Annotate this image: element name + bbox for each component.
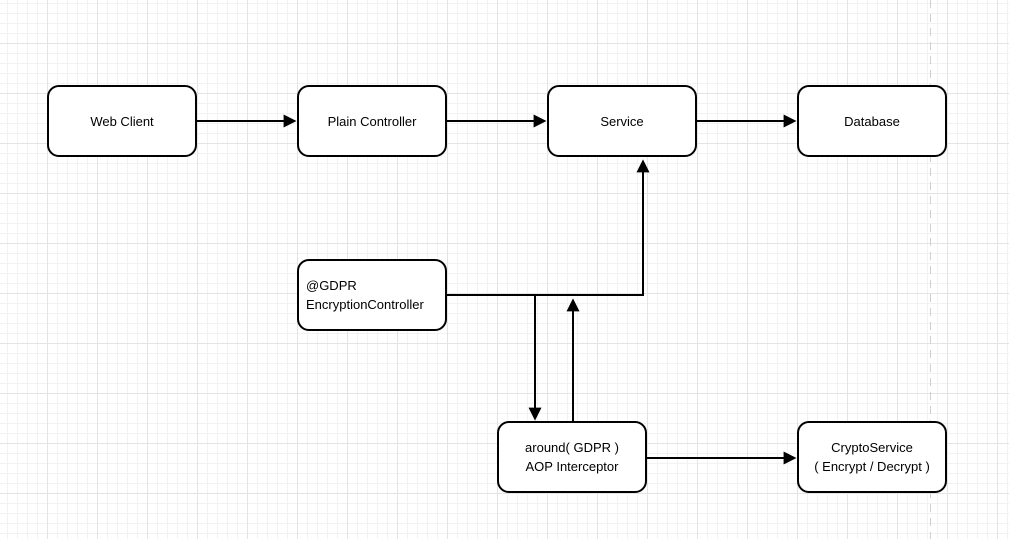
node-crypto-service-label-line1: CryptoService bbox=[831, 440, 913, 455]
edge-gdprcontroller-to-service[interactable] bbox=[447, 159, 650, 296]
node-gdpr-encryption-controller-label-line1: @GDPR bbox=[306, 278, 357, 293]
node-aop-interceptor-label-line1: around( GDPR ) bbox=[525, 440, 619, 455]
node-crypto-service[interactable]: CryptoService ( Encrypt / Decrypt ) bbox=[797, 421, 947, 493]
node-plain-controller-label: Plain Controller bbox=[327, 113, 417, 129]
node-plain-controller[interactable]: Plain Controller bbox=[297, 85, 447, 157]
node-web-client[interactable]: Web Client bbox=[47, 85, 197, 157]
node-service-label: Service bbox=[600, 113, 644, 129]
node-database[interactable]: Database bbox=[797, 85, 947, 157]
node-web-client-label: Web Client bbox=[90, 113, 154, 129]
node-service[interactable]: Service bbox=[547, 85, 697, 157]
node-database-label: Database bbox=[844, 113, 900, 129]
node-gdpr-encryption-controller[interactable]: @GDPR EncryptionController bbox=[297, 259, 447, 331]
node-aop-interceptor[interactable]: around( GDPR ) AOP Interceptor bbox=[497, 421, 647, 493]
node-crypto-service-label-line2: ( Encrypt / Decrypt ) bbox=[814, 459, 930, 474]
node-gdpr-encryption-controller-label-line2: EncryptionController bbox=[306, 297, 424, 312]
node-aop-interceptor-label-line2: AOP Interceptor bbox=[525, 459, 619, 474]
